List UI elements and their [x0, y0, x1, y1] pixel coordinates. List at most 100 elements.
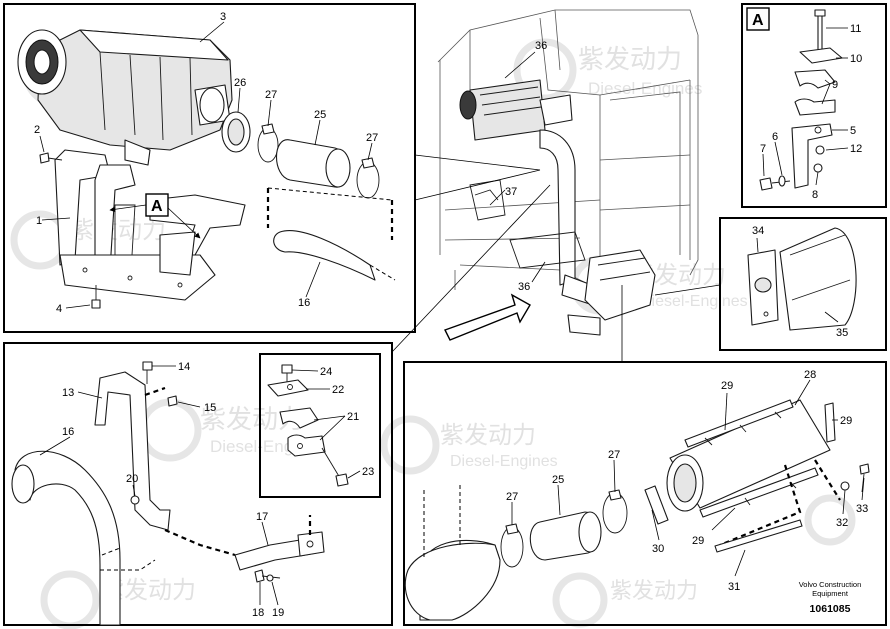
part-clamp-9-lower — [794, 98, 836, 116]
callout-29-c: 29 — [692, 535, 704, 547]
part-bracket-1 — [54, 149, 246, 301]
watermark-brand-cn: 紫发动力 — [578, 44, 682, 74]
part-ring-29 — [824, 402, 836, 443]
watermark-lower-right: 紫发动力 Diesel-Engines — [380, 415, 558, 475]
callout-22: 22 — [332, 384, 344, 396]
callout-14: 14 — [178, 361, 190, 373]
callout-9: 9 — [832, 79, 838, 91]
callout-31: 31 — [728, 581, 740, 593]
part-clamp-27-right — [356, 157, 380, 199]
callout-25-a: 25 — [314, 109, 326, 121]
callout-28: 28 — [804, 369, 816, 381]
part-bolt-23 — [335, 473, 349, 487]
connector-panel1 — [414, 154, 541, 171]
footer-company-line2: Equipment — [812, 589, 849, 598]
part-bolt-2 — [39, 152, 63, 164]
detail-marker-a-letter: A — [151, 198, 163, 215]
part-washer-6 — [778, 175, 786, 187]
part-nut-20 — [130, 495, 140, 505]
callout-16-a: 16 — [298, 297, 310, 309]
footer-company-line1: Volvo Construction — [799, 580, 862, 589]
overview-machine — [437, 9, 699, 341]
panel-a-letter: A — [752, 12, 764, 29]
callout-5: 5 — [850, 125, 856, 137]
panel-pipe-heatshield — [403, 361, 887, 626]
watermark-brand-cn: 紫发动力 — [70, 217, 166, 244]
part-clamp-21-lower — [287, 434, 326, 457]
callout-36-top: 36 — [535, 40, 547, 52]
callout-6: 6 — [772, 131, 778, 143]
callout-7: 7 — [760, 143, 766, 155]
callout-35: 35 — [836, 327, 848, 339]
callout-30: 30 — [652, 543, 664, 555]
connector-panel-brackets — [391, 184, 551, 353]
part-bolt-33 — [859, 463, 870, 475]
part-clamp-9-upper — [794, 69, 836, 89]
callout-29-b: 29 — [840, 415, 852, 427]
part-bolt-4 — [91, 285, 101, 309]
part-bracket-5 — [791, 123, 833, 189]
callout-32: 32 — [836, 517, 848, 529]
panel-precleaner — [719, 217, 887, 351]
callout-19: 19 — [272, 607, 284, 619]
callout-11: 11 — [850, 23, 861, 35]
part-nut-32 — [840, 481, 850, 491]
footer-doc-number: 1061085 — [810, 603, 851, 615]
callout-21: 21 — [347, 411, 359, 423]
callout-26: 26 — [234, 77, 246, 89]
part-clamp-21-upper — [279, 407, 319, 429]
part-pipe-end — [404, 542, 501, 621]
part-bracket-13 — [94, 371, 171, 531]
callout-8: 8 — [812, 189, 818, 201]
callout-2: 2 — [34, 124, 40, 136]
panel-clamp-detail — [259, 353, 381, 498]
part-clamp-27-left — [257, 123, 279, 163]
part-washer-19 — [266, 574, 274, 582]
part-housing-35 — [779, 227, 857, 331]
direction-arrow — [444, 293, 531, 341]
callout-37: 37 — [505, 186, 517, 198]
part-strap-29-lower — [699, 467, 819, 518]
part-bolt-15 — [167, 395, 178, 407]
callout-27-d: 27 — [608, 449, 620, 461]
callout-34: 34 — [752, 225, 764, 237]
watermark-brand-en: Diesel-Engines — [450, 453, 558, 470]
callout-1: 1 — [36, 215, 42, 227]
callout-27-b: 27 — [366, 132, 378, 144]
part-bolt-14 — [142, 361, 153, 371]
part-band-31 — [714, 519, 803, 553]
overview-precleaner — [584, 249, 656, 321]
callout-33: 33 — [856, 503, 868, 515]
part-seal-26 — [221, 111, 251, 153]
part-gasket-30 — [644, 485, 669, 525]
callout-29-a: 29 — [721, 380, 733, 392]
part-air-filter-housing — [17, 29, 233, 166]
panel-detail-a: A — [741, 3, 887, 208]
panel-brackets — [3, 342, 393, 626]
watermark-brand-cn: 紫发动力 — [440, 422, 536, 449]
panel-air-filter-assembly: A — [3, 3, 416, 333]
watermark-brand-en: Diesel-Engines — [588, 79, 702, 98]
callout-20: 20 — [126, 473, 138, 485]
callout-27-c: 27 — [506, 491, 518, 503]
callout-18: 18 — [252, 607, 264, 619]
part-screw-24 — [281, 364, 293, 374]
callout-15: 15 — [204, 402, 216, 414]
part-strap-29-upper — [684, 399, 794, 448]
watermark-brand-en: Diesel-Engines — [640, 293, 748, 310]
part-plate-10 — [799, 47, 843, 64]
callout-3: 3 — [220, 11, 226, 23]
part-nut-12 — [815, 145, 825, 155]
callout-27-a: 27 — [265, 89, 277, 101]
overview-air-filter — [459, 79, 573, 141]
callout-10: 10 — [850, 53, 862, 65]
part-nut-8 — [813, 163, 823, 173]
callout-36-bottom: 36 — [518, 281, 530, 293]
callout-23: 23 — [362, 466, 374, 478]
watermark-top-right: 紫发动力 Diesel-Engines — [513, 38, 702, 102]
part-bolt-18 — [254, 569, 265, 583]
callout-17: 17 — [256, 511, 268, 523]
connector-precleaner — [654, 284, 721, 296]
part-bolt-11 — [817, 15, 823, 51]
